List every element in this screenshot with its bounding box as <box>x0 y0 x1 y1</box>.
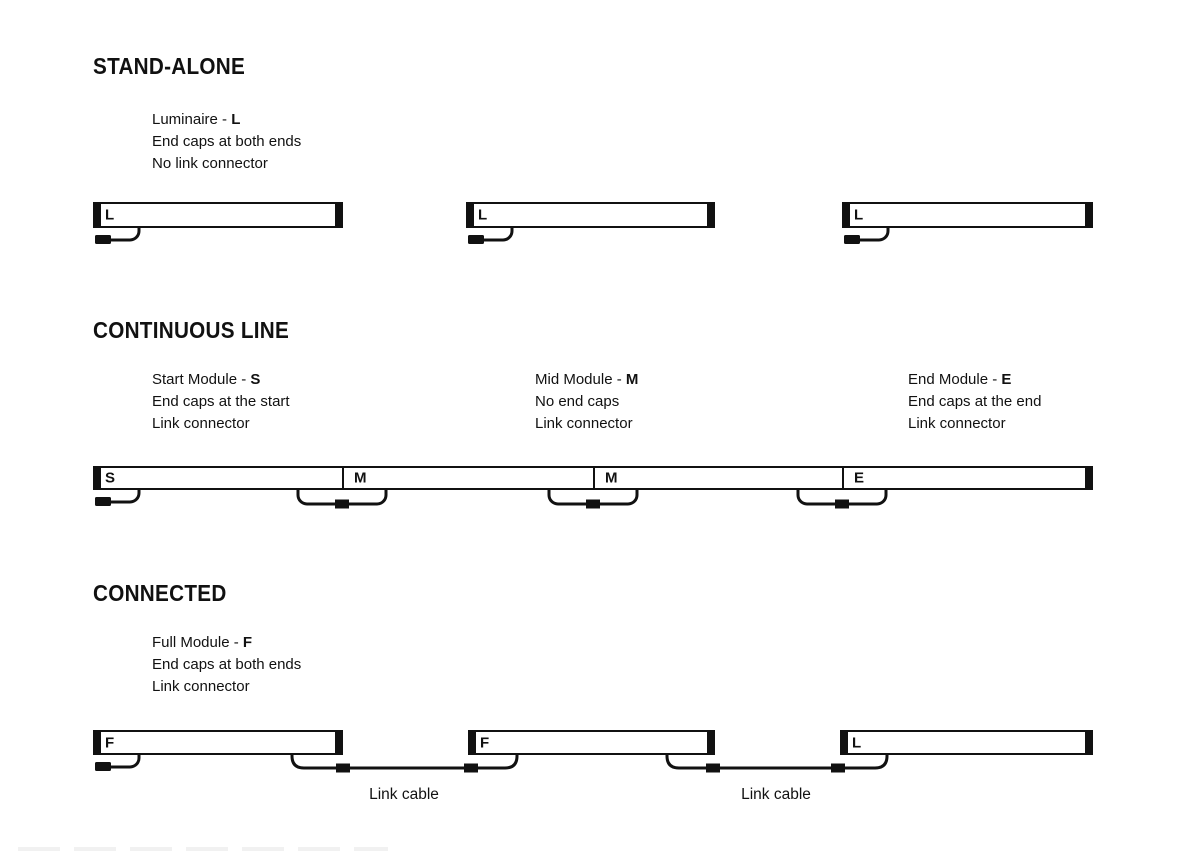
module-label: F <box>480 734 490 751</box>
info-line: Full Module - F <box>152 632 301 654</box>
module-label: F <box>105 734 115 751</box>
info-line: Link connector <box>152 413 290 435</box>
module-label: L <box>478 206 488 224</box>
module-label: M <box>605 469 618 487</box>
full-module-bar: F <box>93 730 343 755</box>
link-cable-caption: Link cable <box>369 786 439 803</box>
info-line: Link connector <box>152 676 301 698</box>
power-cord-icon <box>468 227 514 244</box>
link-connector-icon <box>547 488 639 509</box>
info-start-module: Start Module - S End caps at the start L… <box>152 369 290 435</box>
link-cable-icon <box>665 754 889 773</box>
info-text: End Module - <box>908 371 1002 388</box>
info-line: Link connector <box>908 413 1041 435</box>
continuous-line-bar: S M M E <box>93 466 1093 490</box>
power-cord-icon <box>844 227 890 244</box>
info-text: Full Module - <box>152 634 243 651</box>
segment-divider <box>842 468 844 488</box>
section-title-connected: CONNECTED <box>93 580 227 606</box>
info-text: Mid Module - <box>535 371 626 388</box>
luminaire-module-bar: L <box>840 730 1093 755</box>
link-cable-caption: Link cable <box>741 786 811 803</box>
link-cable-icon <box>290 754 519 773</box>
link-connector-icon <box>796 488 888 509</box>
module-label: L <box>852 734 862 751</box>
info-mid-module: Mid Module - M No end caps Link connecto… <box>535 369 638 435</box>
module-label: M <box>354 469 367 487</box>
info-text: Link connector <box>152 678 250 695</box>
section-title-continuous-line: CONTINUOUS LINE <box>93 317 290 343</box>
info-line: Link connector <box>535 413 638 435</box>
power-cord-icon <box>95 754 141 771</box>
info-line: No link connector <box>152 153 301 175</box>
module-code: S <box>250 371 261 388</box>
info-text: End caps at both ends <box>152 133 302 150</box>
info-line: End caps at both ends <box>152 131 301 153</box>
info-line: End caps at the end <box>908 391 1041 413</box>
cropped-bottom-artifact <box>18 847 388 851</box>
module-label: S <box>105 469 116 487</box>
module-code: F <box>242 634 253 651</box>
info-text: Start Module - <box>152 371 251 388</box>
info-text: No end caps <box>535 393 620 410</box>
luminaire-module-bar: L <box>842 202 1093 228</box>
info-line: End Module - E <box>908 369 1041 391</box>
info-stand-alone: Luminaire - L End caps at both ends No l… <box>152 109 301 175</box>
info-text: End caps at the end <box>908 393 1042 410</box>
module-label: E <box>854 469 865 487</box>
info-text: End caps at the start <box>152 393 290 410</box>
segment-divider <box>342 468 344 488</box>
info-text: Link connector <box>908 415 1006 432</box>
power-cord-icon <box>95 489 141 506</box>
info-line: Start Module - S <box>152 369 290 391</box>
info-text: End caps at both ends <box>152 656 302 673</box>
info-line: Mid Module - M <box>535 369 638 391</box>
info-end-module: End Module - E End caps at the end Link … <box>908 369 1041 435</box>
module-code: E <box>1001 371 1012 388</box>
luminaire-module-bar: L <box>466 202 715 228</box>
segment-divider <box>593 468 595 488</box>
info-line: Luminaire - L <box>152 109 301 131</box>
module-label: L <box>105 206 115 224</box>
info-text: Luminaire - <box>152 111 232 128</box>
module-code: M <box>625 371 639 388</box>
info-line: No end caps <box>535 391 638 413</box>
section-title-stand-alone: STAND-ALONE <box>93 53 246 79</box>
info-line: End caps at the start <box>152 391 290 413</box>
info-text: Link connector <box>152 415 250 432</box>
info-text: Link connector <box>535 415 633 432</box>
info-text: No link connector <box>152 155 268 172</box>
module-label: L <box>854 206 864 224</box>
link-connector-icon <box>296 488 388 509</box>
module-code: L <box>231 111 241 128</box>
full-module-bar: F <box>468 730 715 755</box>
power-cord-icon <box>95 227 141 244</box>
luminaire-module-bar: L <box>93 202 343 228</box>
info-line: End caps at both ends <box>152 654 301 676</box>
info-full-module: Full Module - F End caps at both ends Li… <box>152 632 301 698</box>
